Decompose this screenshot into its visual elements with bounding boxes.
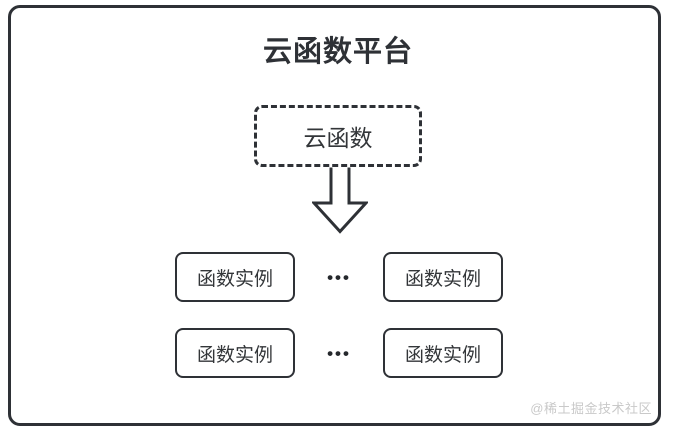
down-arrow-icon bbox=[312, 167, 368, 234]
function-instance-label: 函数实例 bbox=[196, 268, 273, 290]
ellipsis-row2: ••• bbox=[327, 344, 351, 363]
function-instance-node: 函数实例 bbox=[383, 328, 503, 378]
cloud-function-label: 云函数 bbox=[303, 125, 373, 151]
watermark-text: @稀土掘金技术社区 bbox=[530, 401, 652, 416]
function-instance-node: 函数实例 bbox=[383, 252, 503, 302]
function-instance-label: 函数实例 bbox=[196, 344, 273, 366]
function-instance-node: 函数实例 bbox=[175, 328, 295, 378]
function-instance-label: 函数实例 bbox=[404, 268, 481, 290]
diagram-title: 云函数平台 bbox=[262, 36, 413, 68]
ellipsis-row1: ••• bbox=[327, 268, 351, 287]
function-instance-label: 函数实例 bbox=[404, 344, 481, 366]
cloud-function-node: 云函数 bbox=[254, 105, 422, 167]
function-instance-node: 函数实例 bbox=[175, 252, 295, 302]
